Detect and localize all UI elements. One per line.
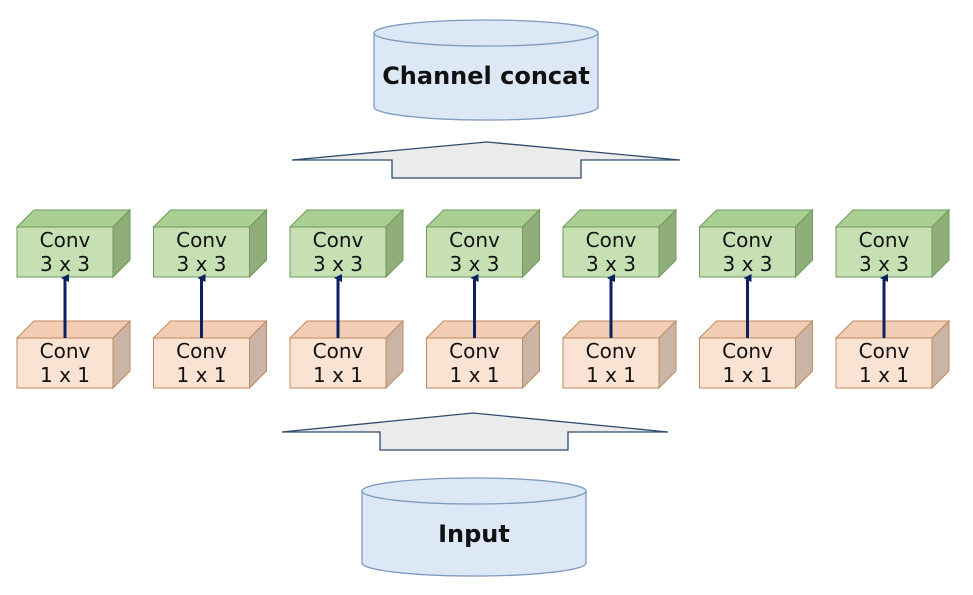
conv3x3-label-line1: Conv	[586, 228, 637, 252]
conv1x1-label-line2: 1 x 1	[723, 363, 773, 387]
conv1x1-label-line1: Conv	[722, 339, 773, 363]
conv3x3-label-line2: 3 x 3	[723, 252, 773, 276]
conv1x1-label-line2: 1 x 1	[40, 363, 90, 387]
conv3x3-label-line1: Conv	[313, 228, 364, 252]
conv1x1-label-line1: Conv	[449, 339, 500, 363]
conv1x1-label-line2: 1 x 1	[313, 363, 363, 387]
input-cylinder: Input	[361, 477, 587, 577]
conv3x3-label-line1: Conv	[176, 228, 227, 252]
input-label: Input	[438, 520, 510, 548]
conv1x1-label-line1: Conv	[40, 339, 91, 363]
conv1x1-label-line1: Conv	[586, 339, 637, 363]
conv3x3-label-line2: 3 x 3	[313, 252, 363, 276]
conv3x3-label-line1: Conv	[40, 228, 91, 252]
conv1x1-label-line2: 1 x 1	[450, 363, 500, 387]
merge-arrow	[291, 141, 681, 179]
split-arrow	[281, 412, 669, 451]
channel-concat-cylinder: Channel concat	[373, 19, 599, 121]
conv3x3-label-line2: 3 x 3	[450, 252, 500, 276]
conv1x1-label-line1: Conv	[859, 339, 910, 363]
conv3x3-label-line2: 3 x 3	[40, 252, 90, 276]
conv1x1-label-line1: Conv	[176, 339, 227, 363]
conv1x1-label-line1: Conv	[313, 339, 364, 363]
conv1x1-label-line2: 1 x 1	[177, 363, 227, 387]
conv3x3-label-line1: Conv	[449, 228, 500, 252]
conv3x3-label-line2: 3 x 3	[177, 252, 227, 276]
conv3x3-label-line1: Conv	[859, 228, 910, 252]
conv3x3-label-line1: Conv	[722, 228, 773, 252]
conv1x1-label-line2: 1 x 1	[586, 363, 636, 387]
conv3x3-label-line2: 3 x 3	[586, 252, 636, 276]
channel-concat-label: Channel concat	[382, 62, 590, 90]
conv3x3-label-line2: 3 x 3	[859, 252, 909, 276]
conv1x1-label-line2: 1 x 1	[859, 363, 909, 387]
